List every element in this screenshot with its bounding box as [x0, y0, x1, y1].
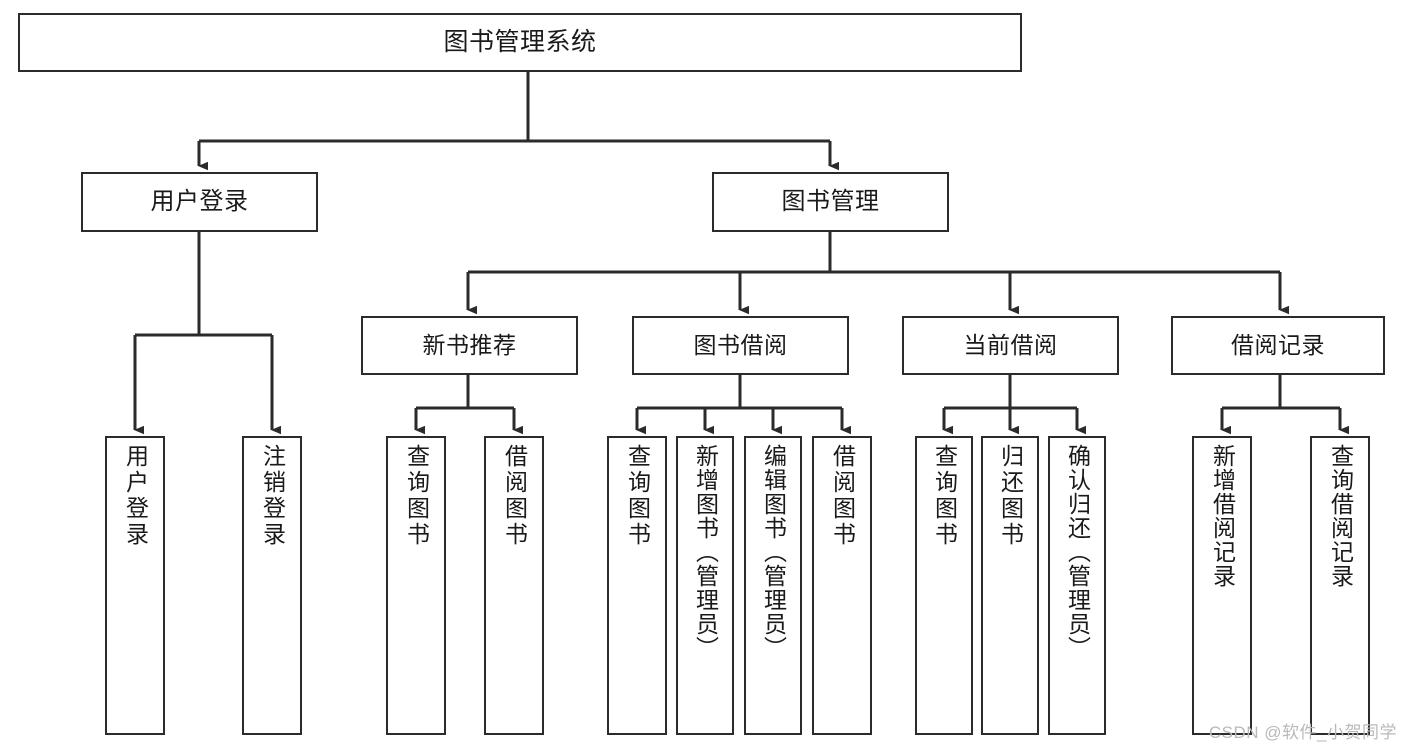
node-label: 查询图书 [931, 444, 958, 548]
leaf-confirm-return[interactable]: 确认归还（管理员） [1048, 436, 1106, 735]
leaf-add-book[interactable]: 新增图书（管理员） [676, 436, 734, 735]
node-label: 查询图书 [403, 444, 430, 548]
leaf-borrow-book-1[interactable]: 借阅图书 [484, 436, 544, 735]
node-book-management[interactable]: 图书管理 [712, 172, 949, 232]
leaf-query-book-3[interactable]: 查询图书 [915, 436, 973, 735]
node-label: 用户登录 [122, 444, 149, 548]
node-label: 注销登录 [259, 444, 286, 548]
node-label: 借阅图书 [829, 444, 856, 548]
node-label: 编辑图书（管理员） [760, 444, 787, 660]
leaf-query-book-1[interactable]: 查询图书 [386, 436, 446, 735]
leaf-edit-book[interactable]: 编辑图书（管理员） [744, 436, 802, 735]
leaf-return-book[interactable]: 归还图书 [981, 436, 1039, 735]
leaf-logout[interactable]: 注销登录 [242, 436, 302, 735]
leaf-borrow-book-2[interactable]: 借阅图书 [812, 436, 872, 735]
node-new-book-recommend[interactable]: 新书推荐 [361, 316, 578, 375]
node-label: 查询图书 [624, 444, 651, 548]
node-borrow-record[interactable]: 借阅记录 [1171, 316, 1385, 375]
node-user-login[interactable]: 用户登录 [81, 172, 318, 232]
node-label: 借阅记录 [1231, 331, 1325, 358]
node-label: 新书推荐 [422, 331, 517, 358]
node-label: 新增图书（管理员） [692, 444, 719, 660]
node-label: 新增借阅记录 [1209, 444, 1236, 588]
node-label: 用户登录 [150, 187, 249, 215]
node-label: 借阅图书 [501, 444, 528, 548]
node-label: 当前借阅 [963, 331, 1058, 358]
node-label: 确认归还（管理员） [1064, 444, 1091, 660]
csdn-watermark: CSDN @软件_小贺同学 [1208, 723, 1397, 742]
node-label: 图书借阅 [693, 331, 788, 358]
node-label: 归还图书 [997, 444, 1024, 548]
node-root-system[interactable]: 图书管理系统 [18, 13, 1022, 72]
leaf-user-login[interactable]: 用户登录 [105, 436, 165, 735]
leaf-add-record[interactable]: 新增借阅记录 [1192, 436, 1252, 735]
leaf-query-record[interactable]: 查询借阅记录 [1310, 436, 1370, 735]
node-current-borrow[interactable]: 当前借阅 [902, 316, 1119, 375]
node-label: 图书管理 [781, 187, 880, 215]
node-label: 图书管理系统 [443, 27, 597, 56]
leaf-query-book-2[interactable]: 查询图书 [607, 436, 667, 735]
node-label: 查询借阅记录 [1327, 444, 1354, 588]
node-book-borrow[interactable]: 图书借阅 [632, 316, 849, 375]
